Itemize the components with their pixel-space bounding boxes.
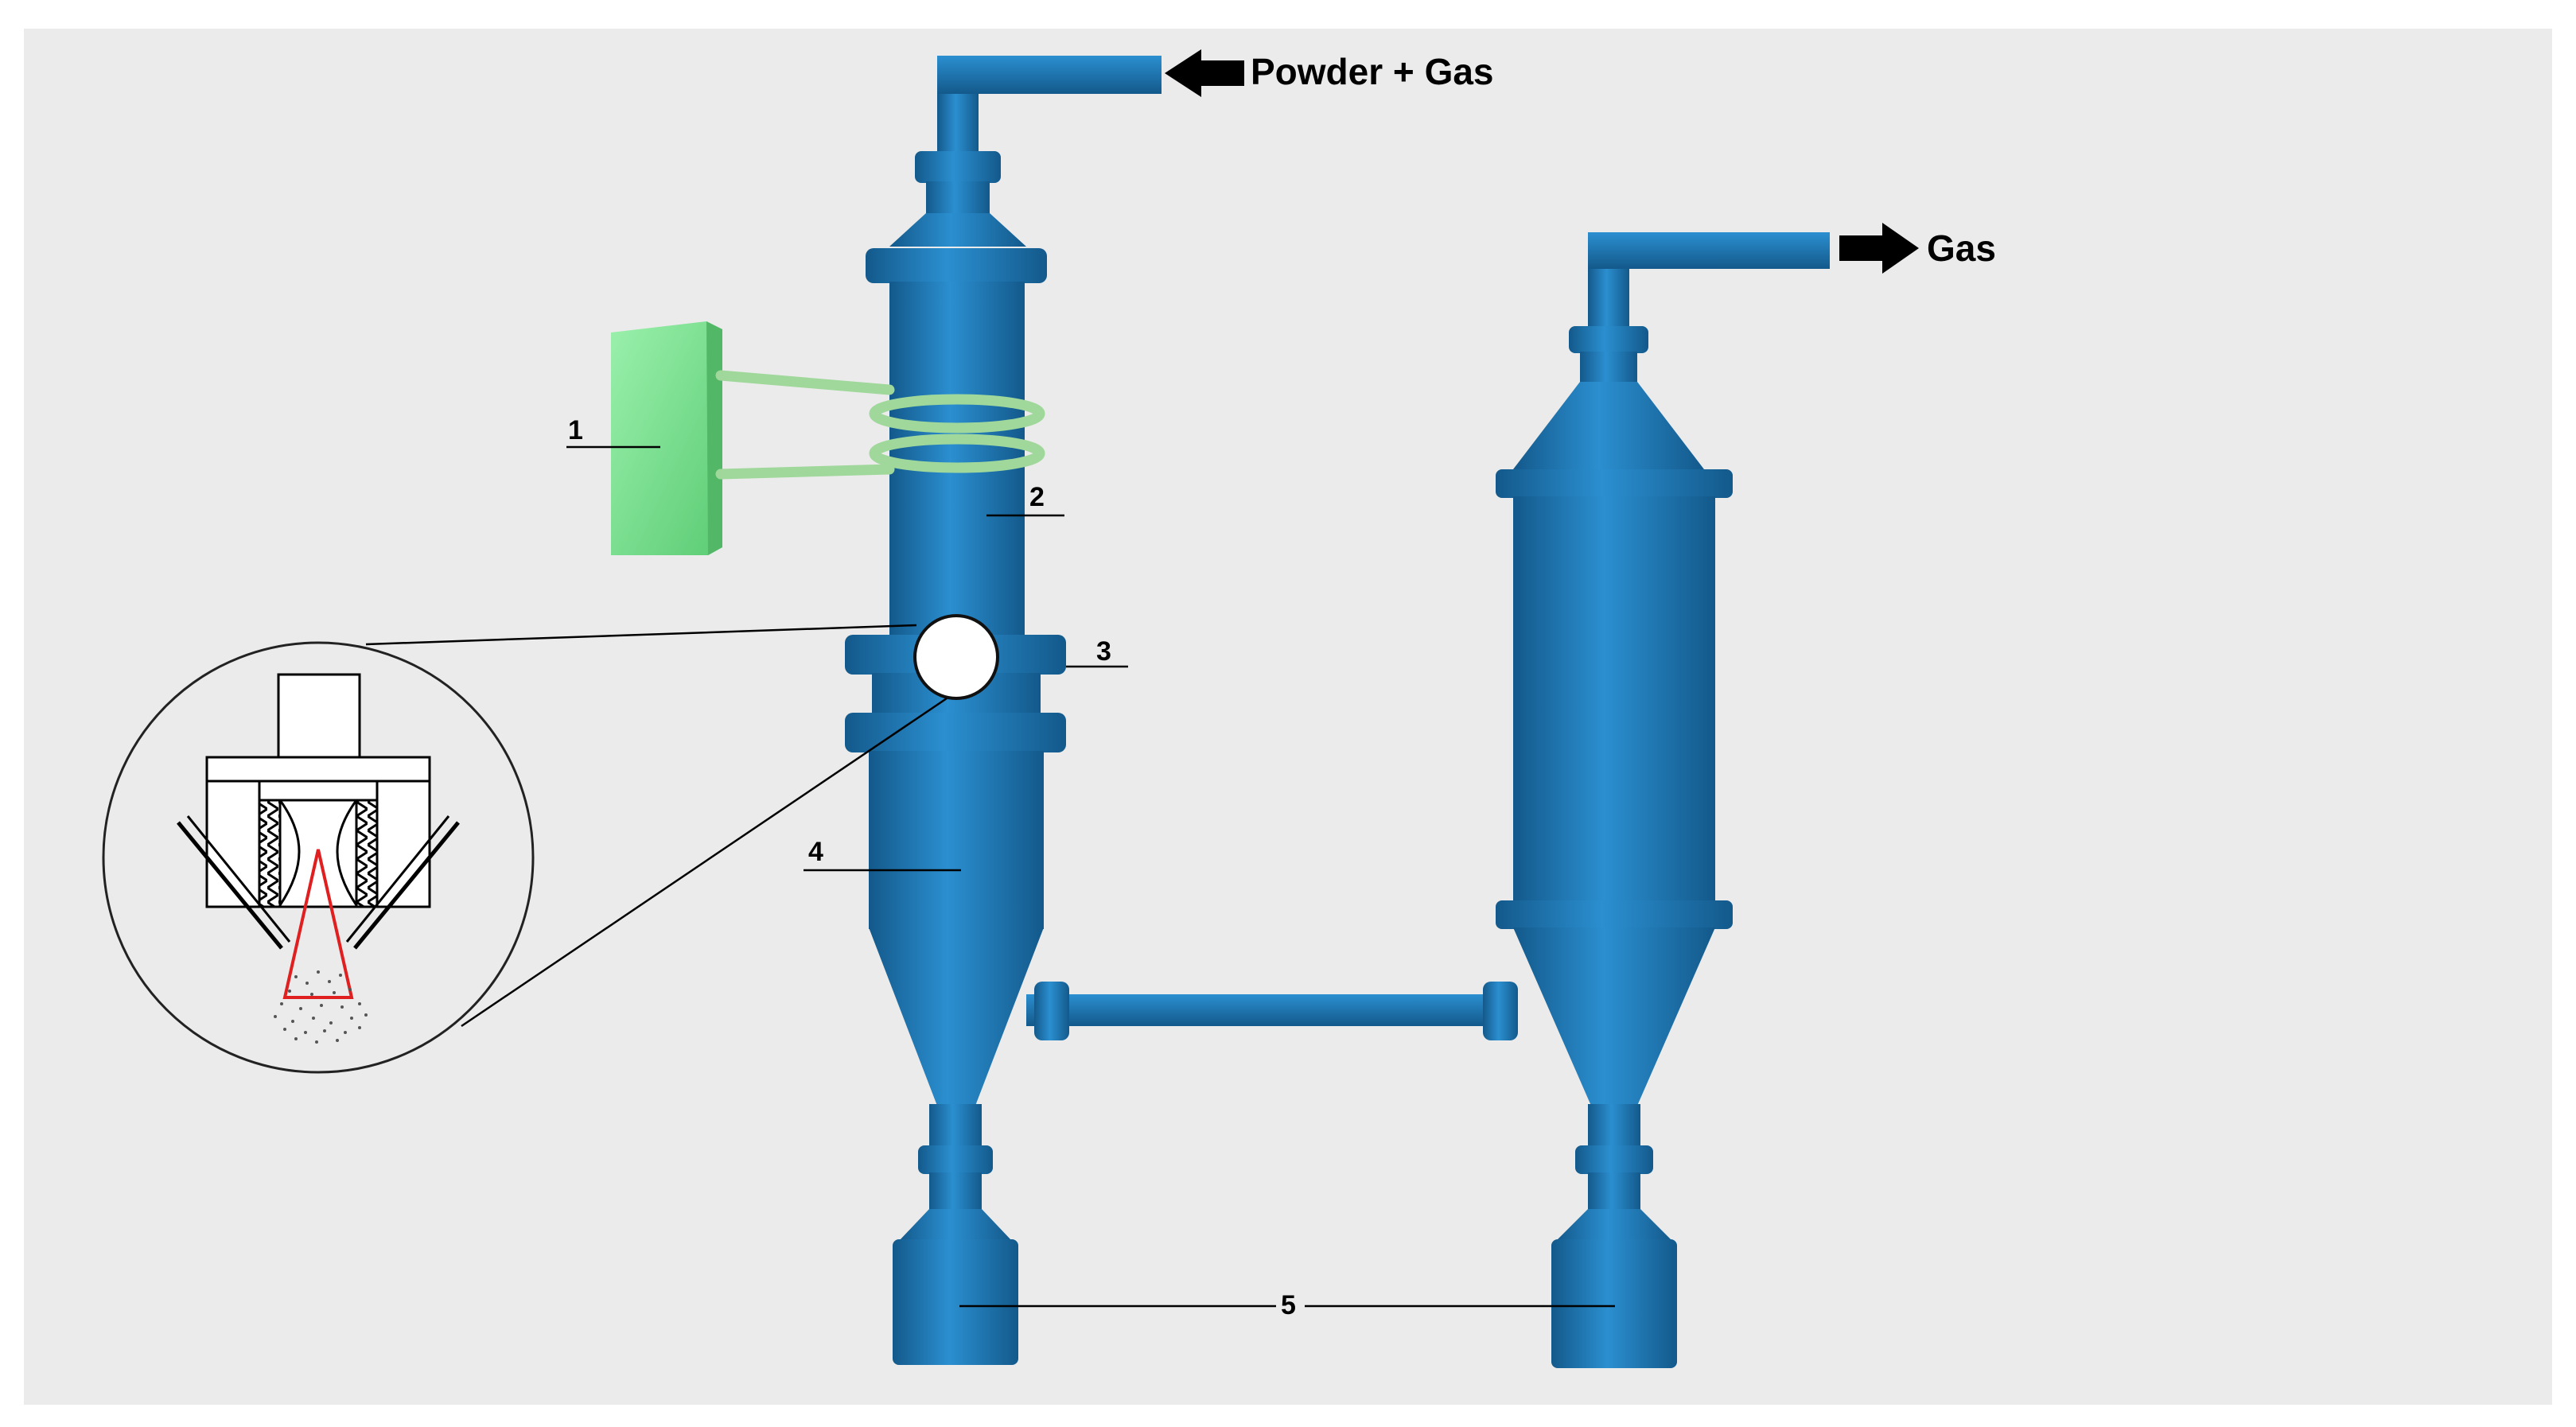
cyclone-cone [1513,927,1715,1106]
reactor-cone [869,927,1044,1106]
lower-chamber [869,751,1044,929]
inlet-pipe-horizontal [937,56,1162,94]
inlet-label: Powder + Gas [1251,51,1494,92]
part-label-5: 5 [1281,1290,1296,1320]
rf-generator [611,321,722,555]
part-label-2: 2 [1029,482,1045,512]
induction-coil [715,370,1045,480]
part-label-3: 3 [1096,636,1111,667]
heated-column [889,282,1025,636]
part-label-4: 4 [808,837,823,867]
cyclone-body [1513,496,1715,902]
outlet-label: Gas [1927,227,1996,269]
connecting-pipe [1026,982,1518,1040]
spray-cone [282,849,354,999]
outlet-arrow-icon [1839,223,1919,274]
nozzle-viewport [913,614,999,700]
powder-collector-right [1551,1239,1677,1368]
cyclone-separator [1496,232,1830,1368]
outlet-pipe-horizontal [1588,232,1830,269]
nozzle-detail-inset [102,641,535,1074]
nozzle-flange-lower [845,713,1066,752]
inlet-arrow-icon [1165,49,1244,97]
reactor-top-flange [866,248,1047,283]
spray-droplets [274,970,368,1044]
part-label-1: 1 [568,415,583,445]
powder-collector-left [893,1239,1018,1365]
